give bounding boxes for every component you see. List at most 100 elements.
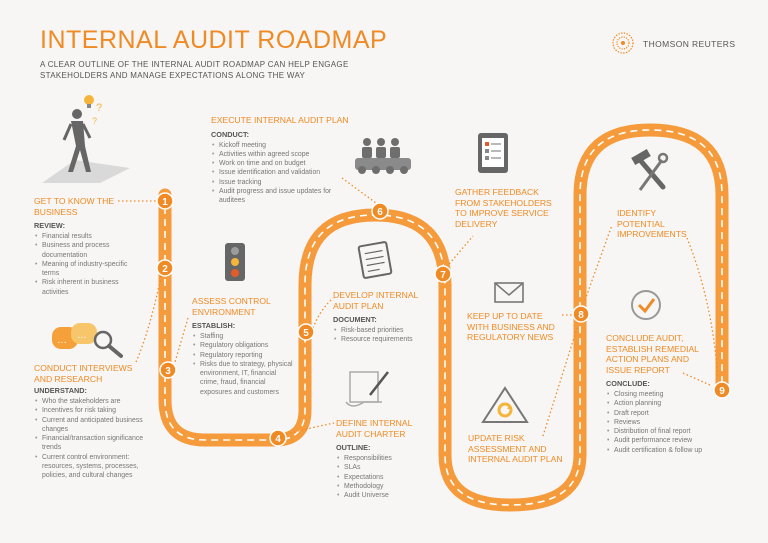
step-5-sub: DOCUMENT: (333, 315, 377, 324)
tools-icon (631, 149, 669, 191)
svg-text:3: 3 (165, 366, 171, 377)
survey-tablet-icon (478, 133, 508, 173)
step-9-item: Audit certification & follow up (607, 446, 728, 456)
step-8c-heading: IDENTIFY POTENTIAL IMPROVEMENTS (617, 208, 687, 239)
step-2-item: Financial/transaction significance trend… (35, 434, 152, 453)
svg-text:?: ? (92, 116, 97, 126)
page-subtitle: A CLEAR OUTLINE OF THE INTERNAL AUDIT RO… (40, 60, 349, 80)
step-6-item: Issue tracking (212, 178, 347, 188)
step-5-heading: DEVELOP INTERNAL AUDIT PLAN (333, 290, 419, 311)
envelope-icon (494, 282, 524, 303)
step-6-heading: EXECUTE INTERNAL AUDIT PLAN (211, 115, 349, 125)
step-4-item: Audit Universe (337, 491, 436, 501)
marker-5: 5 (297, 323, 315, 341)
step-2-item: Incentives for risk taking (35, 406, 152, 416)
connector-9 (682, 372, 711, 386)
step-6-item: Issue identification and validation (212, 168, 347, 178)
marker-3: 3 (159, 361, 177, 379)
step-4-item: SLAs (337, 463, 436, 473)
thomson-reuters-logo (612, 32, 634, 54)
lightbulb-icon: ? ? (84, 95, 102, 126)
step-3-block: ASSESS CONTROL ENVIRONMENT ESTABLISH: St… (192, 296, 296, 397)
step-3-item: Regulatory obligations (193, 341, 296, 351)
step-4-item: Responsibilities (337, 454, 436, 464)
step-9-heading: CONCLUDE AUDIT, ESTABLISH REMEDIAL ACTIO… (606, 333, 699, 375)
connector-8c (584, 224, 613, 301)
marker-2: 2 (156, 259, 174, 277)
marker-8: 8 (572, 305, 590, 323)
step-4-block: DEFINE INTERNAL AUDIT CHARTER OUTLINE: R… (336, 418, 436, 501)
svg-text:8: 8 (578, 310, 584, 321)
step-6-item: Audit progress and issue updates for aud… (212, 187, 347, 206)
step-1-item: Risk inherent in business activities (35, 278, 144, 297)
svg-text:7: 7 (440, 270, 446, 281)
step-2-block: CONDUCT INTERVIEWS AND RESEARCH UNDERSTA… (34, 363, 152, 481)
step-9-item: Closing meeting (607, 390, 728, 400)
brand-name: THOMSON REUTERS (643, 39, 736, 49)
step-1-heading: GET TO KNOW THE BUSINESS (34, 196, 115, 217)
step-2-sub: UNDERSTAND: (34, 386, 87, 395)
step-2-item: Current control environment: resources, … (35, 453, 152, 481)
step-8-heading: KEEP UP TO DATE WITH BUSINESS AND REGULA… (467, 311, 555, 342)
step-3-sub: ESTABLISH: (192, 321, 236, 330)
speech-bubbles-icon: … … (52, 323, 97, 349)
step-4-sub: OUTLINE: (336, 443, 371, 452)
step-3-item: Regulatory reporting (193, 351, 296, 361)
step-6-item: Kickoff meeting (212, 141, 347, 151)
marker-6: 6 (371, 202, 389, 220)
step-6-item: Work on time and on budget (212, 159, 347, 169)
refresh-warning-icon (481, 386, 529, 423)
step-1-sub: REVIEW: (34, 221, 66, 230)
traffic-light-icon (225, 243, 245, 281)
step-5-item: Resource requirements (334, 335, 437, 345)
connector-4 (281, 422, 335, 436)
connector-3 (174, 317, 189, 363)
scroll-pen-icon (345, 371, 389, 407)
step-9-item: Draft report (607, 409, 728, 419)
clipboard-icon (357, 241, 393, 279)
step-6-sub: CONDUCT: (211, 129, 250, 139)
marker-1: 1 (156, 192, 174, 210)
svg-text:5: 5 (303, 328, 309, 339)
svg-text:…: … (57, 335, 67, 346)
svg-text:6: 6 (377, 207, 383, 218)
step-6-item: Activities within agreed scope (212, 150, 347, 160)
step-2-item: Who the stakeholders are (35, 397, 152, 407)
connector-6 (341, 177, 377, 204)
step-1-block: GET TO KNOW THE BUSINESS REVIEW: Financi… (34, 196, 144, 297)
step-3-item: Risks due to strategy, physical environm… (193, 360, 296, 397)
step-2-item: Current and anticipated business changes (35, 416, 152, 435)
magnifier-icon (93, 330, 123, 358)
meeting-people-icon (355, 138, 411, 174)
step-7-heading: GATHER FEEDBACK FROM STAKEHOLDERS TO IMP… (455, 187, 552, 229)
step-3-heading: ASSESS CONTROL ENVIRONMENT (192, 296, 271, 317)
step-5-block: DEVELOP INTERNAL AUDIT PLAN DOCUMENT: Ri… (333, 290, 437, 345)
step-2-heading: CONDUCT INTERVIEWS AND RESEARCH (34, 363, 133, 384)
step-8b-heading: UPDATE RISK ASSESSMENT AND INTERNAL AUDI… (468, 433, 563, 464)
step-6-block: EXECUTE INTERNAL AUDIT PLAN CONDUCT: Kic… (211, 115, 359, 206)
connector-5 (312, 297, 334, 329)
step-9-item: Audit performance review (607, 436, 728, 446)
step-9-sub: CONCLUDE: (606, 379, 650, 388)
connector-8b (542, 324, 579, 437)
walking-person-icon (42, 109, 130, 183)
step-1-item: Meaning of industry-specific terms (35, 260, 144, 279)
step-1-item: Business and process documentation (35, 241, 144, 260)
connector-9b (686, 237, 719, 379)
step-4-heading: DEFINE INTERNAL AUDIT CHARTER (336, 418, 413, 439)
markers: 1 2 3 4 5 6 7 8 9 (156, 192, 731, 447)
connector-2 (135, 271, 163, 363)
connector-lines (118, 177, 719, 437)
svg-text:1: 1 (162, 197, 168, 208)
marker-7: 7 (434, 265, 452, 283)
step-4-item: Expectations (337, 473, 436, 483)
step-9-item: Distribution of final report (607, 427, 728, 437)
page-title: INTERNAL AUDIT ROADMAP (40, 26, 388, 54)
checkmark-circle-icon (631, 290, 661, 320)
step-9-item: Action planning (607, 399, 728, 409)
svg-text:…: … (77, 330, 87, 341)
connector-7 (443, 235, 474, 271)
step-9-block: CONCLUDE AUDIT, ESTABLISH REMEDIAL ACTIO… (606, 333, 728, 455)
svg-text:4: 4 (275, 434, 281, 445)
